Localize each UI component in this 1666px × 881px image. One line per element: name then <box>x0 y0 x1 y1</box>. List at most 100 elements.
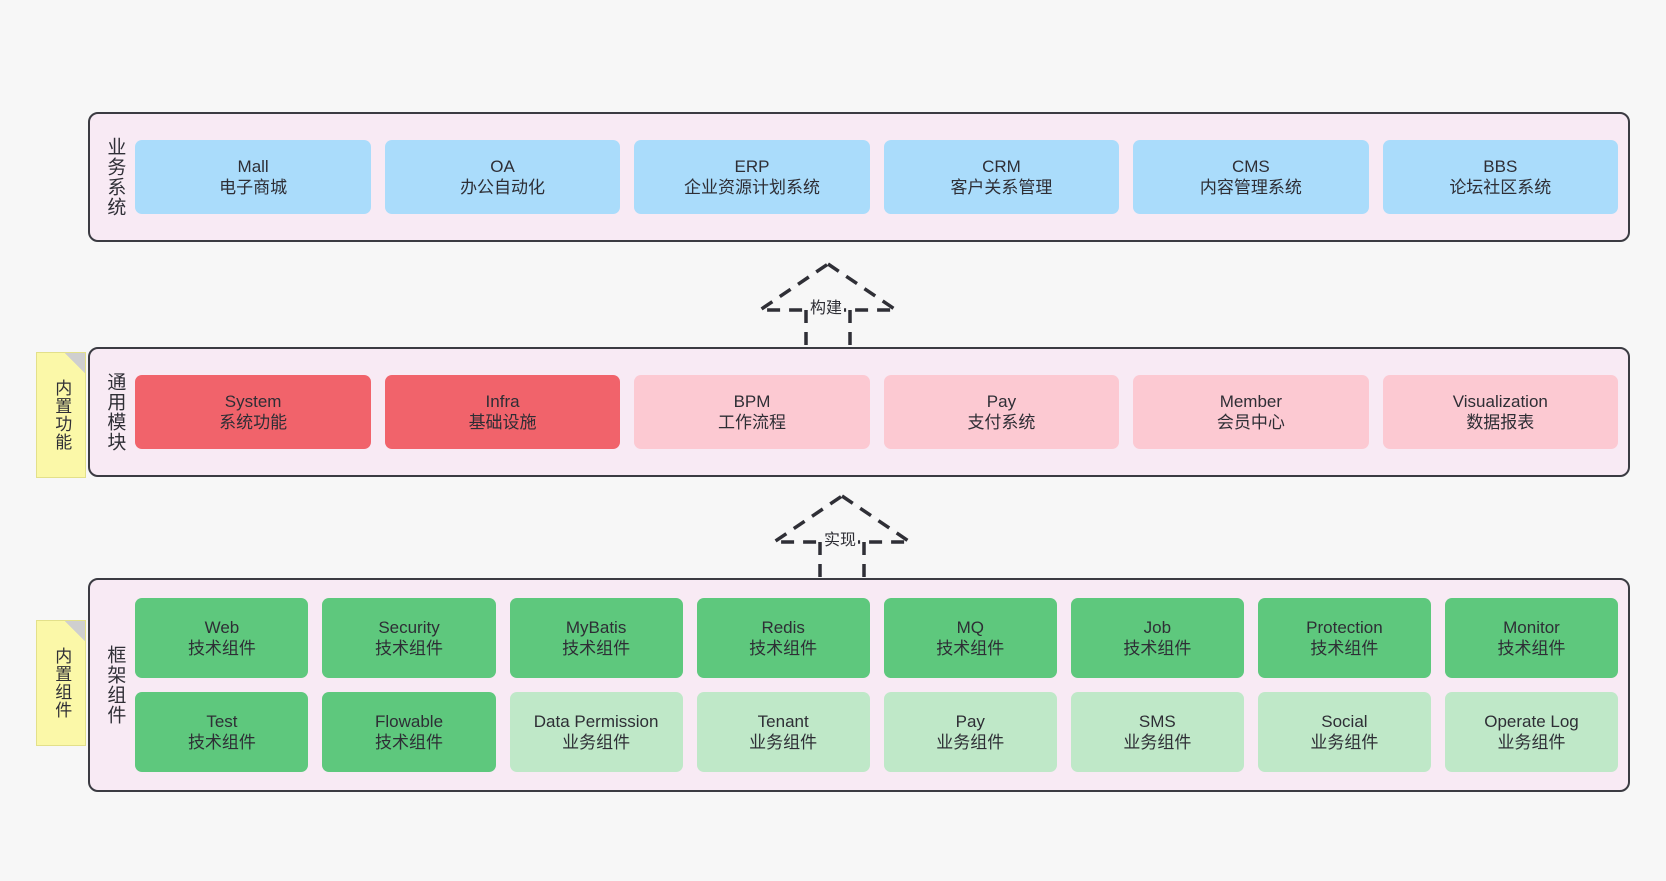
card-job-title: Job <box>1143 617 1172 637</box>
card-mq[interactable]: MQ 技术组件 <box>883 598 1057 678</box>
card-redis-subtitle: 技术组件 <box>749 639 818 658</box>
layer-framework-component: 框架组件 Web 技术组件 Security 技术组件 MyBatis 技术组件… <box>88 578 1630 792</box>
note-fold-corner-icon <box>65 353 85 373</box>
card-bbs-title: BBS <box>1483 156 1518 176</box>
framework-tech-row: Web 技术组件 Security 技术组件 MyBatis 技术组件 Redi… <box>135 598 1619 678</box>
card-pay-module-title: Pay <box>986 391 1017 411</box>
card-member-title: Member <box>1219 391 1283 411</box>
card-infra[interactable]: Infra 基础设施 <box>384 375 621 449</box>
card-monitor-subtitle: 技术组件 <box>1497 639 1566 658</box>
card-cms-title: CMS <box>1231 156 1270 176</box>
layer-business-system-body: Mall 电子商城 OA 办公自动化 ERP 企业资源计划系统 CRM 客户关系… <box>135 114 1628 240</box>
card-system-subtitle: 系统功能 <box>219 413 288 432</box>
card-security-title: Security <box>378 617 440 637</box>
card-sms[interactable]: SMS 业务组件 <box>1070 692 1244 772</box>
card-tenant-subtitle: 业务组件 <box>749 733 818 752</box>
card-data-permission-subtitle: 业务组件 <box>562 733 631 752</box>
note-builtin-component-text: 内置组件 <box>52 647 72 719</box>
card-redis[interactable]: Redis 技术组件 <box>696 598 870 678</box>
card-monitor-title: Monitor <box>1503 617 1560 637</box>
card-web-subtitle: 技术组件 <box>187 639 256 658</box>
note-builtin-function: 内置功能 <box>36 352 86 478</box>
card-sms-title: SMS <box>1138 711 1176 731</box>
card-erp[interactable]: ERP 企业资源计划系统 <box>634 140 870 214</box>
layer-business-system: 业务系统 Mall 电子商城 OA 办公自动化 ERP 企业资源计划系统 CRM <box>88 112 1630 242</box>
card-infra-subtitle: 基础设施 <box>468 413 537 432</box>
card-social-subtitle: 业务组件 <box>1310 733 1379 752</box>
card-bbs-subtitle: 论坛社区系统 <box>1449 178 1552 197</box>
card-pay-module-subtitle: 支付系统 <box>967 413 1036 432</box>
layer-framework-component-label: 框架组件 <box>104 645 126 725</box>
card-protection[interactable]: Protection 技术组件 <box>1257 598 1431 678</box>
layer-common-module-label: 通用模块 <box>104 372 126 452</box>
card-mq-title: MQ <box>956 617 984 637</box>
layer-business-system-label: 业务系统 <box>104 137 126 217</box>
card-social-title: Social <box>1321 711 1368 731</box>
connector-implement: 实现 <box>768 493 916 578</box>
card-tenant-title: Tenant <box>757 711 809 731</box>
note-fold-corner-icon <box>65 621 85 641</box>
card-mybatis-title: MyBatis <box>565 617 627 637</box>
business-system-row: Mall 电子商城 OA 办公自动化 ERP 企业资源计划系统 CRM 客户关系… <box>135 140 1619 214</box>
layer-common-module-body: System 系统功能 Infra 基础设施 BPM 工作流程 Pay 支付系统… <box>135 349 1628 475</box>
card-visualization-subtitle: 数据报表 <box>1466 413 1535 432</box>
card-erp-subtitle: 企业资源计划系统 <box>684 178 820 197</box>
card-job[interactable]: Job 技术组件 <box>1070 598 1244 678</box>
card-security-subtitle: 技术组件 <box>375 639 444 658</box>
card-member[interactable]: Member 会员中心 <box>1133 375 1369 449</box>
card-member-subtitle: 会员中心 <box>1216 413 1285 432</box>
card-mall-title: Mall <box>237 156 269 176</box>
card-bpm-title: BPM <box>733 391 771 411</box>
card-flowable-subtitle: 技术组件 <box>375 733 444 752</box>
card-test-title: Test <box>206 711 238 731</box>
card-pay-component-subtitle: 业务组件 <box>936 733 1005 752</box>
card-bpm-subtitle: 工作流程 <box>718 413 786 432</box>
card-security[interactable]: Security 技术组件 <box>322 598 496 678</box>
card-test[interactable]: Test 技术组件 <box>135 692 309 772</box>
card-visualization[interactable]: Visualization 数据报表 <box>1382 375 1619 449</box>
card-data-permission[interactable]: Data Permission 业务组件 <box>509 692 683 772</box>
card-bbs[interactable]: BBS 论坛社区系统 <box>1382 140 1619 214</box>
card-pay-module[interactable]: Pay 支付系统 <box>883 375 1120 449</box>
card-mybatis[interactable]: MyBatis 技术组件 <box>509 598 683 678</box>
card-system[interactable]: System 系统功能 <box>135 375 371 449</box>
card-mall[interactable]: Mall 电子商城 <box>135 140 371 214</box>
card-redis-title: Redis <box>761 617 805 637</box>
card-crm-subtitle: 客户关系管理 <box>950 178 1053 197</box>
card-crm-title: CRM <box>982 156 1021 176</box>
card-flowable[interactable]: Flowable 技术组件 <box>322 692 496 772</box>
card-erp-title: ERP <box>734 156 770 176</box>
card-crm[interactable]: CRM 客户关系管理 <box>883 140 1120 214</box>
card-web-title: Web <box>204 617 240 637</box>
card-job-subtitle: 技术组件 <box>1123 639 1192 658</box>
connector-build-label: 构建 <box>808 294 845 318</box>
card-web[interactable]: Web 技术组件 <box>135 598 309 678</box>
card-operate-log-subtitle: 业务组件 <box>1497 733 1566 752</box>
card-test-subtitle: 技术组件 <box>187 733 256 752</box>
connector-build-arrow <box>754 261 902 346</box>
card-data-permission-title: Data Permission <box>533 711 659 731</box>
card-operate-log-title: Operate Log <box>1484 711 1579 731</box>
card-operate-log[interactable]: Operate Log 业务组件 <box>1444 692 1619 772</box>
card-tenant[interactable]: Tenant 业务组件 <box>696 692 870 772</box>
layer-framework-component-body: Web 技术组件 Security 技术组件 MyBatis 技术组件 Redi… <box>135 580 1628 790</box>
card-oa[interactable]: OA 办公自动化 <box>384 140 621 214</box>
card-protection-subtitle: 技术组件 <box>1310 639 1379 658</box>
connector-implement-label: 实现 <box>822 526 859 550</box>
card-bpm[interactable]: BPM 工作流程 <box>634 375 870 449</box>
card-social[interactable]: Social 业务组件 <box>1257 692 1431 772</box>
card-protection-title: Protection <box>1306 617 1383 637</box>
card-oa-subtitle: 办公自动化 <box>460 178 546 197</box>
card-sms-subtitle: 业务组件 <box>1123 733 1192 752</box>
layer-common-module: 通用模块 System 系统功能 Infra 基础设施 BPM 工作流程 Pay <box>88 347 1630 477</box>
card-monitor[interactable]: Monitor 技术组件 <box>1444 598 1619 678</box>
card-visualization-title: Visualization <box>1452 391 1548 411</box>
connector-implement-arrow <box>768 493 916 578</box>
card-cms[interactable]: CMS 内容管理系统 <box>1133 140 1369 214</box>
card-pay-component[interactable]: Pay 业务组件 <box>883 692 1057 772</box>
note-builtin-function-text: 内置功能 <box>52 379 72 451</box>
card-pay-component-title: Pay <box>955 711 985 731</box>
card-mall-subtitle: 电子商城 <box>219 178 288 197</box>
card-flowable-title: Flowable <box>375 711 444 731</box>
